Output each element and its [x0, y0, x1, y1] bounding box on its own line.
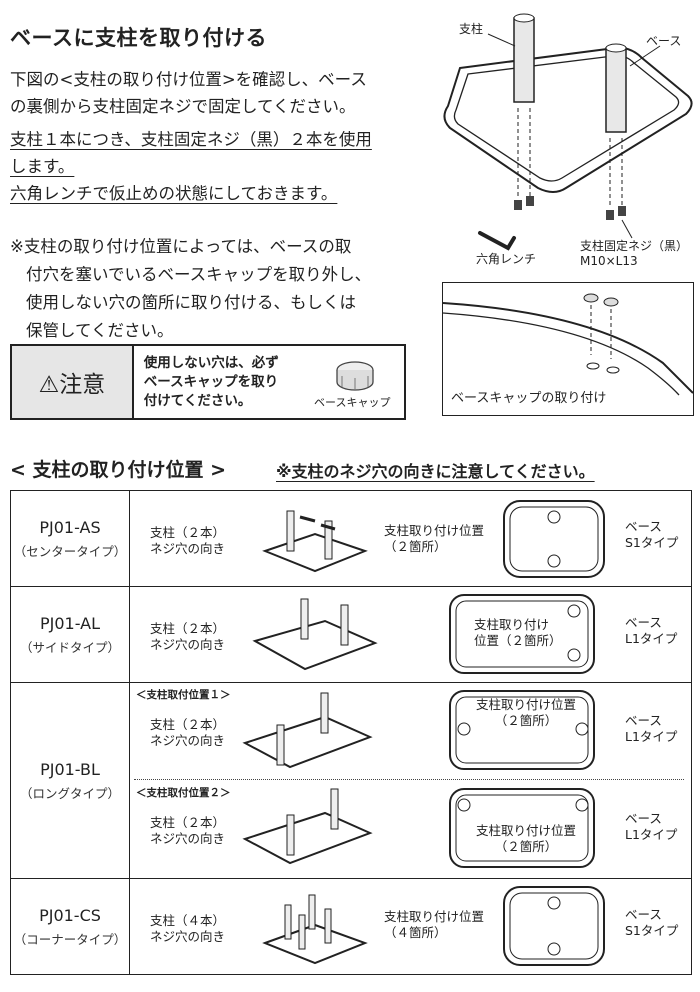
base-perspective-drawing — [262, 894, 368, 965]
screw-label: 支柱固定ネジ（黒） M10×L13 — [580, 239, 689, 268]
base-perspective-drawing — [242, 692, 373, 769]
mount-position-label: 支柱取り付け位置（２箇所） — [384, 523, 485, 554]
base-top-view — [449, 594, 595, 674]
base-perspective-drawing — [242, 788, 373, 865]
assembly-figure — [443, 13, 693, 251]
pole-direction-label: 支柱（２本）ネジ穴の向き — [150, 717, 226, 748]
caution-box: ⚠注意 使用しない穴は、必ず ベースキャップを取り 付けてください。 ベースキャ… — [10, 344, 406, 420]
model-cell: PJ01-AS（センタータイプ） — [10, 490, 130, 587]
cap-attach-label: ベースキャップの取り付け — [451, 391, 607, 406]
cap-attach-drawing — [442, 293, 694, 396]
mounting-position-table: PJ01-AS（センタータイプ） 支柱（２本）ネジ穴の向き 支柱取り付け位置（２… — [10, 490, 692, 975]
base-label: ベース — [646, 34, 682, 48]
base-top-view — [449, 690, 595, 770]
diagram-cell: ＜支柱取付位置１＞ 支柱（２本）ネジ穴の向き 支柱取り付け位置（２箇所） ＜支柱… — [129, 682, 692, 879]
mount-position-label: 支柱取り付け位置（２箇所） — [476, 697, 577, 728]
divider — [134, 779, 684, 780]
model-cell: PJ01-AL（サイドタイプ） — [10, 586, 130, 683]
mount-position-label: 支柱取り付け位置（２箇所） — [476, 823, 577, 854]
screw-note: 支柱１本につき、支柱固定ネジ（黒）２本を使用 します。 六角レンチで仮止めの状態… — [10, 130, 372, 203]
base-perspective-drawing — [252, 598, 378, 671]
base-top-view — [449, 788, 595, 868]
wrench-label: 六角レンチ — [476, 252, 537, 266]
pole-label: 支柱 — [459, 22, 484, 36]
sub2-title: ＜支柱取付位置２＞ — [136, 787, 231, 799]
caution-title: ⚠注意 — [12, 346, 134, 418]
base-cap-figure: ベースキャップ — [308, 346, 404, 418]
pole-direction-label: 支柱（２本）ネジ穴の向き — [150, 815, 226, 846]
base-perspective-drawing — [262, 510, 368, 573]
table-row: PJ01-CS（コーナータイプ） 支柱（４本）ネジ穴の向き 支柱取り付け位置（４… — [10, 878, 692, 975]
pole-direction-label: 支柱（４本）ネジ穴の向き — [150, 913, 226, 944]
sub1-title: ＜支柱取付位置１＞ — [136, 689, 231, 701]
base-top-view — [503, 500, 605, 578]
model-cell: PJ01-CS（コーナータイプ） — [10, 878, 130, 975]
remark-text: ※支柱の取り付け位置によっては、ベースの取 付穴を塞いでいるベースキャップを取り… — [10, 237, 372, 340]
pole-direction-label: 支柱（２本）ネジ穴の向き — [150, 525, 226, 556]
mount-position-label: 支柱取り付け位置（４箇所） — [384, 909, 485, 940]
base-cap-icon — [336, 361, 374, 391]
caution-text: 使用しない穴は、必ず ベースキャップを取り 付けてください。 — [143, 355, 279, 409]
intro-text: 下図の<支柱の取り付け位置>を確認し、ベース の裏側から支柱固定ネジで固定してく… — [10, 70, 367, 116]
base-top-view — [503, 886, 605, 966]
mount-position-label: 支柱取り付け位置（２箇所） — [474, 617, 562, 648]
table-row: PJ01-BL（ロングタイプ） ＜支柱取付位置１＞ 支柱（２本）ネジ穴の向き 支… — [10, 682, 692, 879]
base-cap-label: ベースキャップ — [314, 396, 391, 409]
table-row: PJ01-AS（センタータイプ） 支柱（２本）ネジ穴の向き 支柱取り付け位置（２… — [10, 490, 692, 587]
page-heading: ベースに支柱を取り付ける — [10, 26, 267, 50]
model-cell: PJ01-BL（ロングタイプ） — [10, 682, 130, 879]
section-title: < 支柱の取り付け位置 > — [10, 459, 227, 481]
section-note: ※支柱のネジ穴の向きに注意してください。 — [276, 462, 595, 481]
table-row: PJ01-AL（サイドタイプ） 支柱（２本）ネジ穴の向き 支柱取り付け位置（２箇… — [10, 586, 692, 683]
cap-attach-figure: ベースキャップの取り付け — [442, 282, 694, 416]
pole-direction-label: 支柱（２本）ネジ穴の向き — [150, 621, 226, 652]
